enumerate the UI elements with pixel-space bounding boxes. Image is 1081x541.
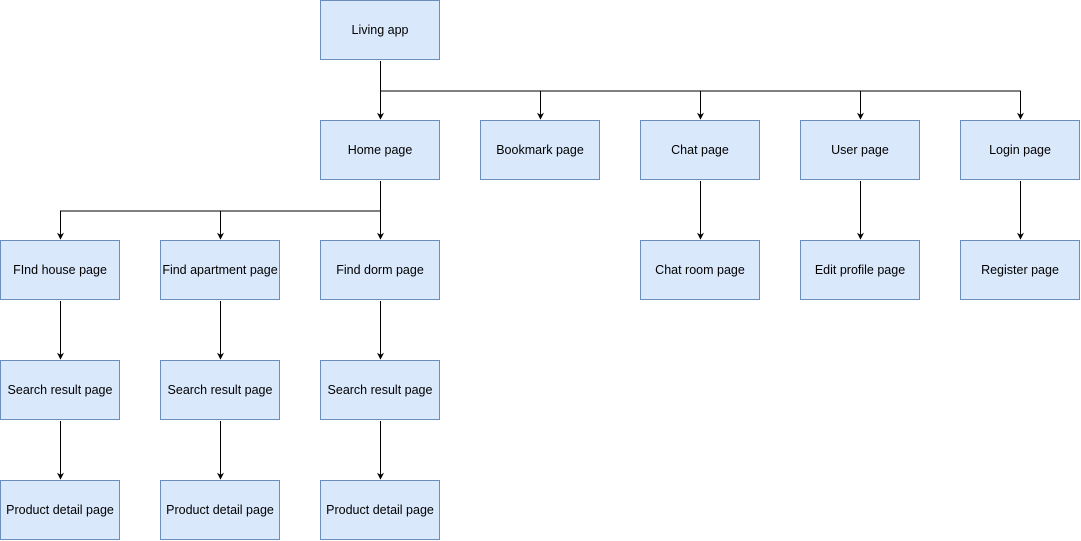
node-login-page: Login page xyxy=(960,120,1080,180)
edge-home-find-apartment xyxy=(217,210,381,240)
node-product-detail-dorm: Product detail page xyxy=(320,480,440,540)
node-label: FInd house page xyxy=(13,263,107,277)
node-search-result-house: Search result page xyxy=(0,360,120,420)
node-bookmark-page: Bookmark page xyxy=(480,120,600,180)
node-label: Register page xyxy=(981,263,1059,277)
node-find-house-page: FInd house page xyxy=(0,240,120,300)
node-find-dorm-page: Find dorm page xyxy=(320,240,440,300)
edge-root-user xyxy=(380,90,864,120)
node-product-detail-apartment: Product detail page xyxy=(160,480,280,540)
node-search-result-apartment: Search result page xyxy=(160,360,280,420)
node-label: Product detail page xyxy=(6,503,114,517)
node-label: Find apartment page xyxy=(162,263,278,277)
node-label: Login page xyxy=(989,143,1051,157)
node-chat-page: Chat page xyxy=(640,120,760,180)
node-label: Home page xyxy=(347,143,413,157)
node-product-detail-house: Product detail page xyxy=(0,480,120,540)
node-label: Chat page xyxy=(671,143,729,157)
node-user-page: User page xyxy=(800,120,920,180)
node-home-page: Home page xyxy=(320,120,440,180)
node-label: Find dorm page xyxy=(336,263,424,277)
node-chat-room-page: Chat room page xyxy=(640,240,760,300)
node-label: Search result page xyxy=(167,383,273,397)
edge-root-bookmark xyxy=(380,90,544,120)
node-label: Chat room page xyxy=(655,263,745,277)
node-label: User page xyxy=(831,143,889,157)
node-living-app: Living app xyxy=(320,0,440,60)
node-label: Product detail page xyxy=(326,503,434,517)
node-label: Bookmark page xyxy=(496,143,584,157)
node-label: Search result page xyxy=(7,383,113,397)
node-find-apartment-page: Find apartment page xyxy=(160,240,280,300)
node-label: Search result page xyxy=(327,383,433,397)
node-label: Product detail page xyxy=(166,503,274,517)
node-search-result-dorm: Search result page xyxy=(320,360,440,420)
node-label: Edit profile page xyxy=(814,263,906,277)
edge-root-login xyxy=(380,90,1024,120)
node-label: Living app xyxy=(351,23,409,37)
node-edit-profile-page: Edit profile page xyxy=(800,240,920,300)
node-register-page: Register page xyxy=(960,240,1080,300)
